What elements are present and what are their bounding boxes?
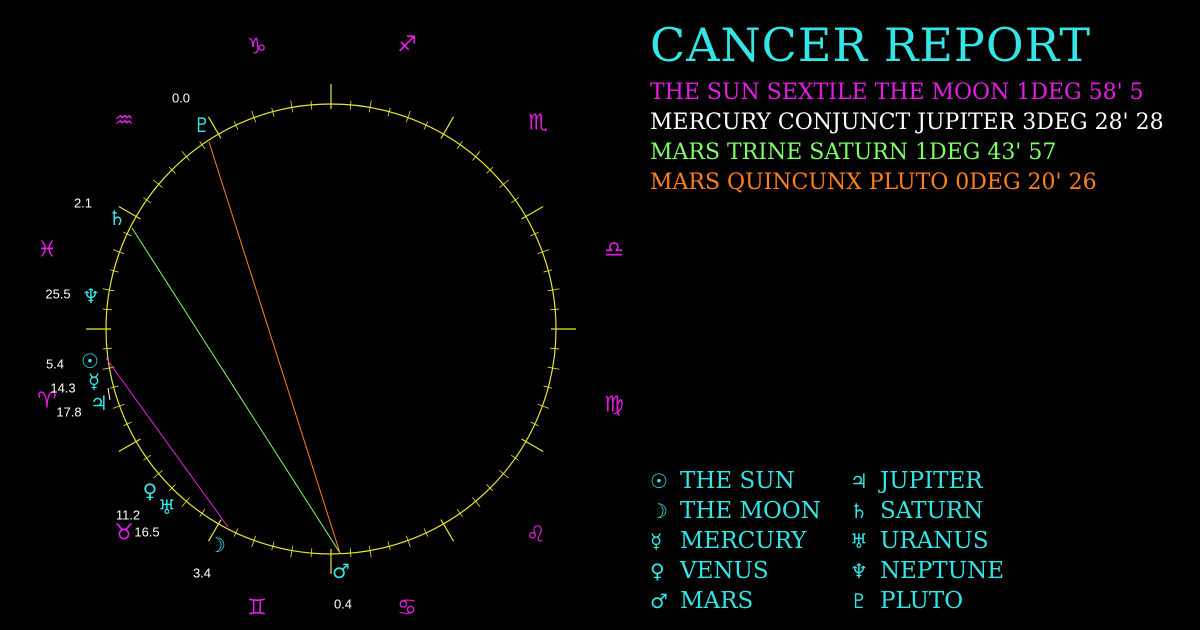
sign-scorpio-icon: ♏ bbox=[528, 111, 548, 136]
degree-ticks bbox=[86, 84, 576, 574]
legend-item-jupiter: ♃JUPITER bbox=[850, 468, 983, 494]
degree-tick bbox=[368, 545, 372, 558]
mars-icon: ♂ bbox=[332, 559, 350, 583]
saturn-degree-label: 2.1 bbox=[74, 196, 92, 211]
aspect-line-mars-saturn bbox=[131, 227, 341, 554]
legend-item-uranus: ♅URANUS bbox=[850, 528, 989, 554]
degree-tick bbox=[547, 288, 560, 292]
aspect-sun-sextile-moon: THE SUN SEXTILE THE MOON 1DEG 58' 5 bbox=[650, 80, 1144, 105]
aspect-mars-quincunx-pluto: MARS QUINCUNX PLUTO 0DEG 20' 26 bbox=[650, 170, 1097, 195]
degree-tick bbox=[118, 438, 141, 453]
degree-tick bbox=[499, 470, 509, 479]
degree-tick bbox=[251, 535, 257, 548]
sign-libra-icon: ♎ bbox=[604, 238, 624, 263]
sign-leo-icon: ♌ bbox=[526, 523, 546, 548]
uranus-degree-label: 16.5 bbox=[134, 525, 159, 540]
legend-item-neptune: ♆NEPTUNE bbox=[850, 558, 1005, 584]
pluto-degree-label: 0.0 bbox=[172, 91, 190, 106]
venus-degree-label: 11.2 bbox=[116, 508, 140, 523]
sign-aries-icon: ♈ bbox=[37, 389, 57, 414]
legend-item-saturn: ♄SATURN bbox=[850, 498, 984, 524]
zodiac-circle bbox=[105, 103, 557, 555]
sun-degree-label: 5.4 bbox=[46, 357, 64, 372]
sun-icon: ☉ bbox=[81, 349, 99, 373]
degree-tick bbox=[153, 470, 163, 479]
degree-tick bbox=[251, 110, 257, 123]
natal-chart-wheel: ♑ ♐ ♏ ♎ ♍ ♌ ♋ ♊ ♉ ♈ ♓ ♒ ♇0.0 ♄ 2.1 ♆ 25.5 ☉ 5.4 ☿ 14.3 ♃ 17.8… bbox=[37, 33, 624, 621]
zodiac-signs: ♑ ♐ ♏ ♎ ♍ ♌ ♋ ♊ ♉ ♈ ♓ ♒ bbox=[37, 33, 624, 621]
degree-tick bbox=[368, 100, 372, 113]
degree-tick bbox=[112, 249, 125, 255]
legend-item-pluto: ♇PLUTO bbox=[850, 588, 964, 614]
sign-virgo-icon: ♍ bbox=[604, 393, 624, 418]
degree-tick bbox=[112, 403, 125, 409]
moon-icon: ☽ bbox=[650, 499, 668, 523]
uranus-icon: ♅ bbox=[850, 529, 868, 553]
degree-tick bbox=[181, 497, 190, 507]
venus-icon: ♀ bbox=[143, 479, 158, 503]
mars-icon: ♂ bbox=[650, 589, 668, 613]
degree-tick bbox=[440, 116, 455, 139]
degree-tick bbox=[440, 519, 455, 542]
uranus-icon: ♅ bbox=[158, 495, 176, 519]
moon-degree-label: 3.4 bbox=[193, 566, 211, 581]
neptune-icon: ♆ bbox=[850, 559, 868, 583]
sign-sagittarius-icon: ♐ bbox=[397, 33, 417, 58]
mercury-icon: ☿ bbox=[650, 529, 663, 553]
aspect-line-mercury-jupiter bbox=[107, 387, 111, 401]
planet-markers: ♇0.0 ♄ 2.1 ♆ 25.5 ☉ 5.4 ☿ 14.3 ♃ 17.8 ♀11.2 ♅ 16.5 ☽ 3.… bbox=[45, 91, 352, 612]
sign-taurus-icon: ♉ bbox=[114, 521, 134, 546]
degree-tick bbox=[102, 288, 115, 292]
venus-icon: ♀ bbox=[650, 559, 665, 583]
degree-tick bbox=[521, 438, 544, 453]
mars-degree-label: 0.4 bbox=[334, 597, 352, 612]
degree-tick bbox=[290, 545, 294, 558]
jupiter-degree-label: 17.8 bbox=[56, 405, 81, 420]
degree-tick bbox=[472, 151, 481, 161]
sign-cancer-icon: ♋ bbox=[397, 596, 417, 621]
aspect-line-mars-pluto bbox=[208, 141, 341, 554]
legend-item-sun: ☉THE SUN bbox=[650, 468, 795, 494]
aspect-lines bbox=[105, 141, 341, 554]
sign-aquarius-icon: ♒ bbox=[114, 109, 134, 134]
saturn-icon: ♄ bbox=[850, 499, 868, 523]
degree-tick bbox=[181, 151, 190, 161]
aspect-mercury-conjunct-jupiter: MERCURY CONJUNCT JUPITER 3DEG 28' 28 bbox=[650, 110, 1164, 135]
sign-gemini-icon: ♊ bbox=[247, 596, 267, 621]
degree-tick bbox=[118, 205, 141, 220]
degree-tick bbox=[153, 179, 163, 188]
degree-tick bbox=[537, 249, 550, 255]
legend-item-venus: ♀VENUS bbox=[650, 558, 769, 584]
report-title: CANCER REPORT bbox=[650, 18, 1092, 72]
legend-item-mercury: ☿MERCURY bbox=[650, 528, 807, 554]
degree-tick bbox=[405, 535, 411, 548]
sign-capricorn-icon: ♑ bbox=[247, 35, 267, 60]
aspect-mars-trine-saturn: MARS TRINE SATURN 1DEG 43' 57 bbox=[650, 140, 1057, 165]
jupiter-icon: ♃ bbox=[850, 469, 868, 493]
pluto-icon: ♇ bbox=[850, 589, 868, 613]
degree-tick bbox=[521, 205, 544, 220]
degree-tick bbox=[207, 519, 222, 542]
legend-item-mars: ♂MARS bbox=[650, 588, 754, 614]
sign-pisces-icon: ♓ bbox=[37, 238, 57, 263]
neptune-degree-label: 25.5 bbox=[45, 287, 70, 302]
degree-tick bbox=[405, 110, 411, 123]
saturn-icon: ♄ bbox=[108, 206, 126, 230]
pluto-icon: ♇ bbox=[193, 113, 211, 137]
aspect-line-sun-moon bbox=[105, 357, 229, 528]
mercury-icon: ☿ bbox=[88, 369, 100, 393]
jupiter-icon: ♃ bbox=[90, 391, 108, 415]
neptune-icon: ♆ bbox=[82, 284, 100, 308]
degree-tick bbox=[290, 100, 294, 113]
degree-tick bbox=[207, 116, 222, 139]
legend-item-moon: ☽THE MOON bbox=[650, 498, 821, 524]
degree-tick bbox=[499, 179, 509, 188]
mercury-degree-label: 14.3 bbox=[50, 381, 75, 396]
degree-tick bbox=[537, 403, 550, 409]
degree-tick bbox=[547, 366, 560, 370]
degree-tick bbox=[472, 497, 481, 507]
moon-icon: ☽ bbox=[208, 533, 226, 557]
sun-icon: ☉ bbox=[650, 469, 668, 493]
